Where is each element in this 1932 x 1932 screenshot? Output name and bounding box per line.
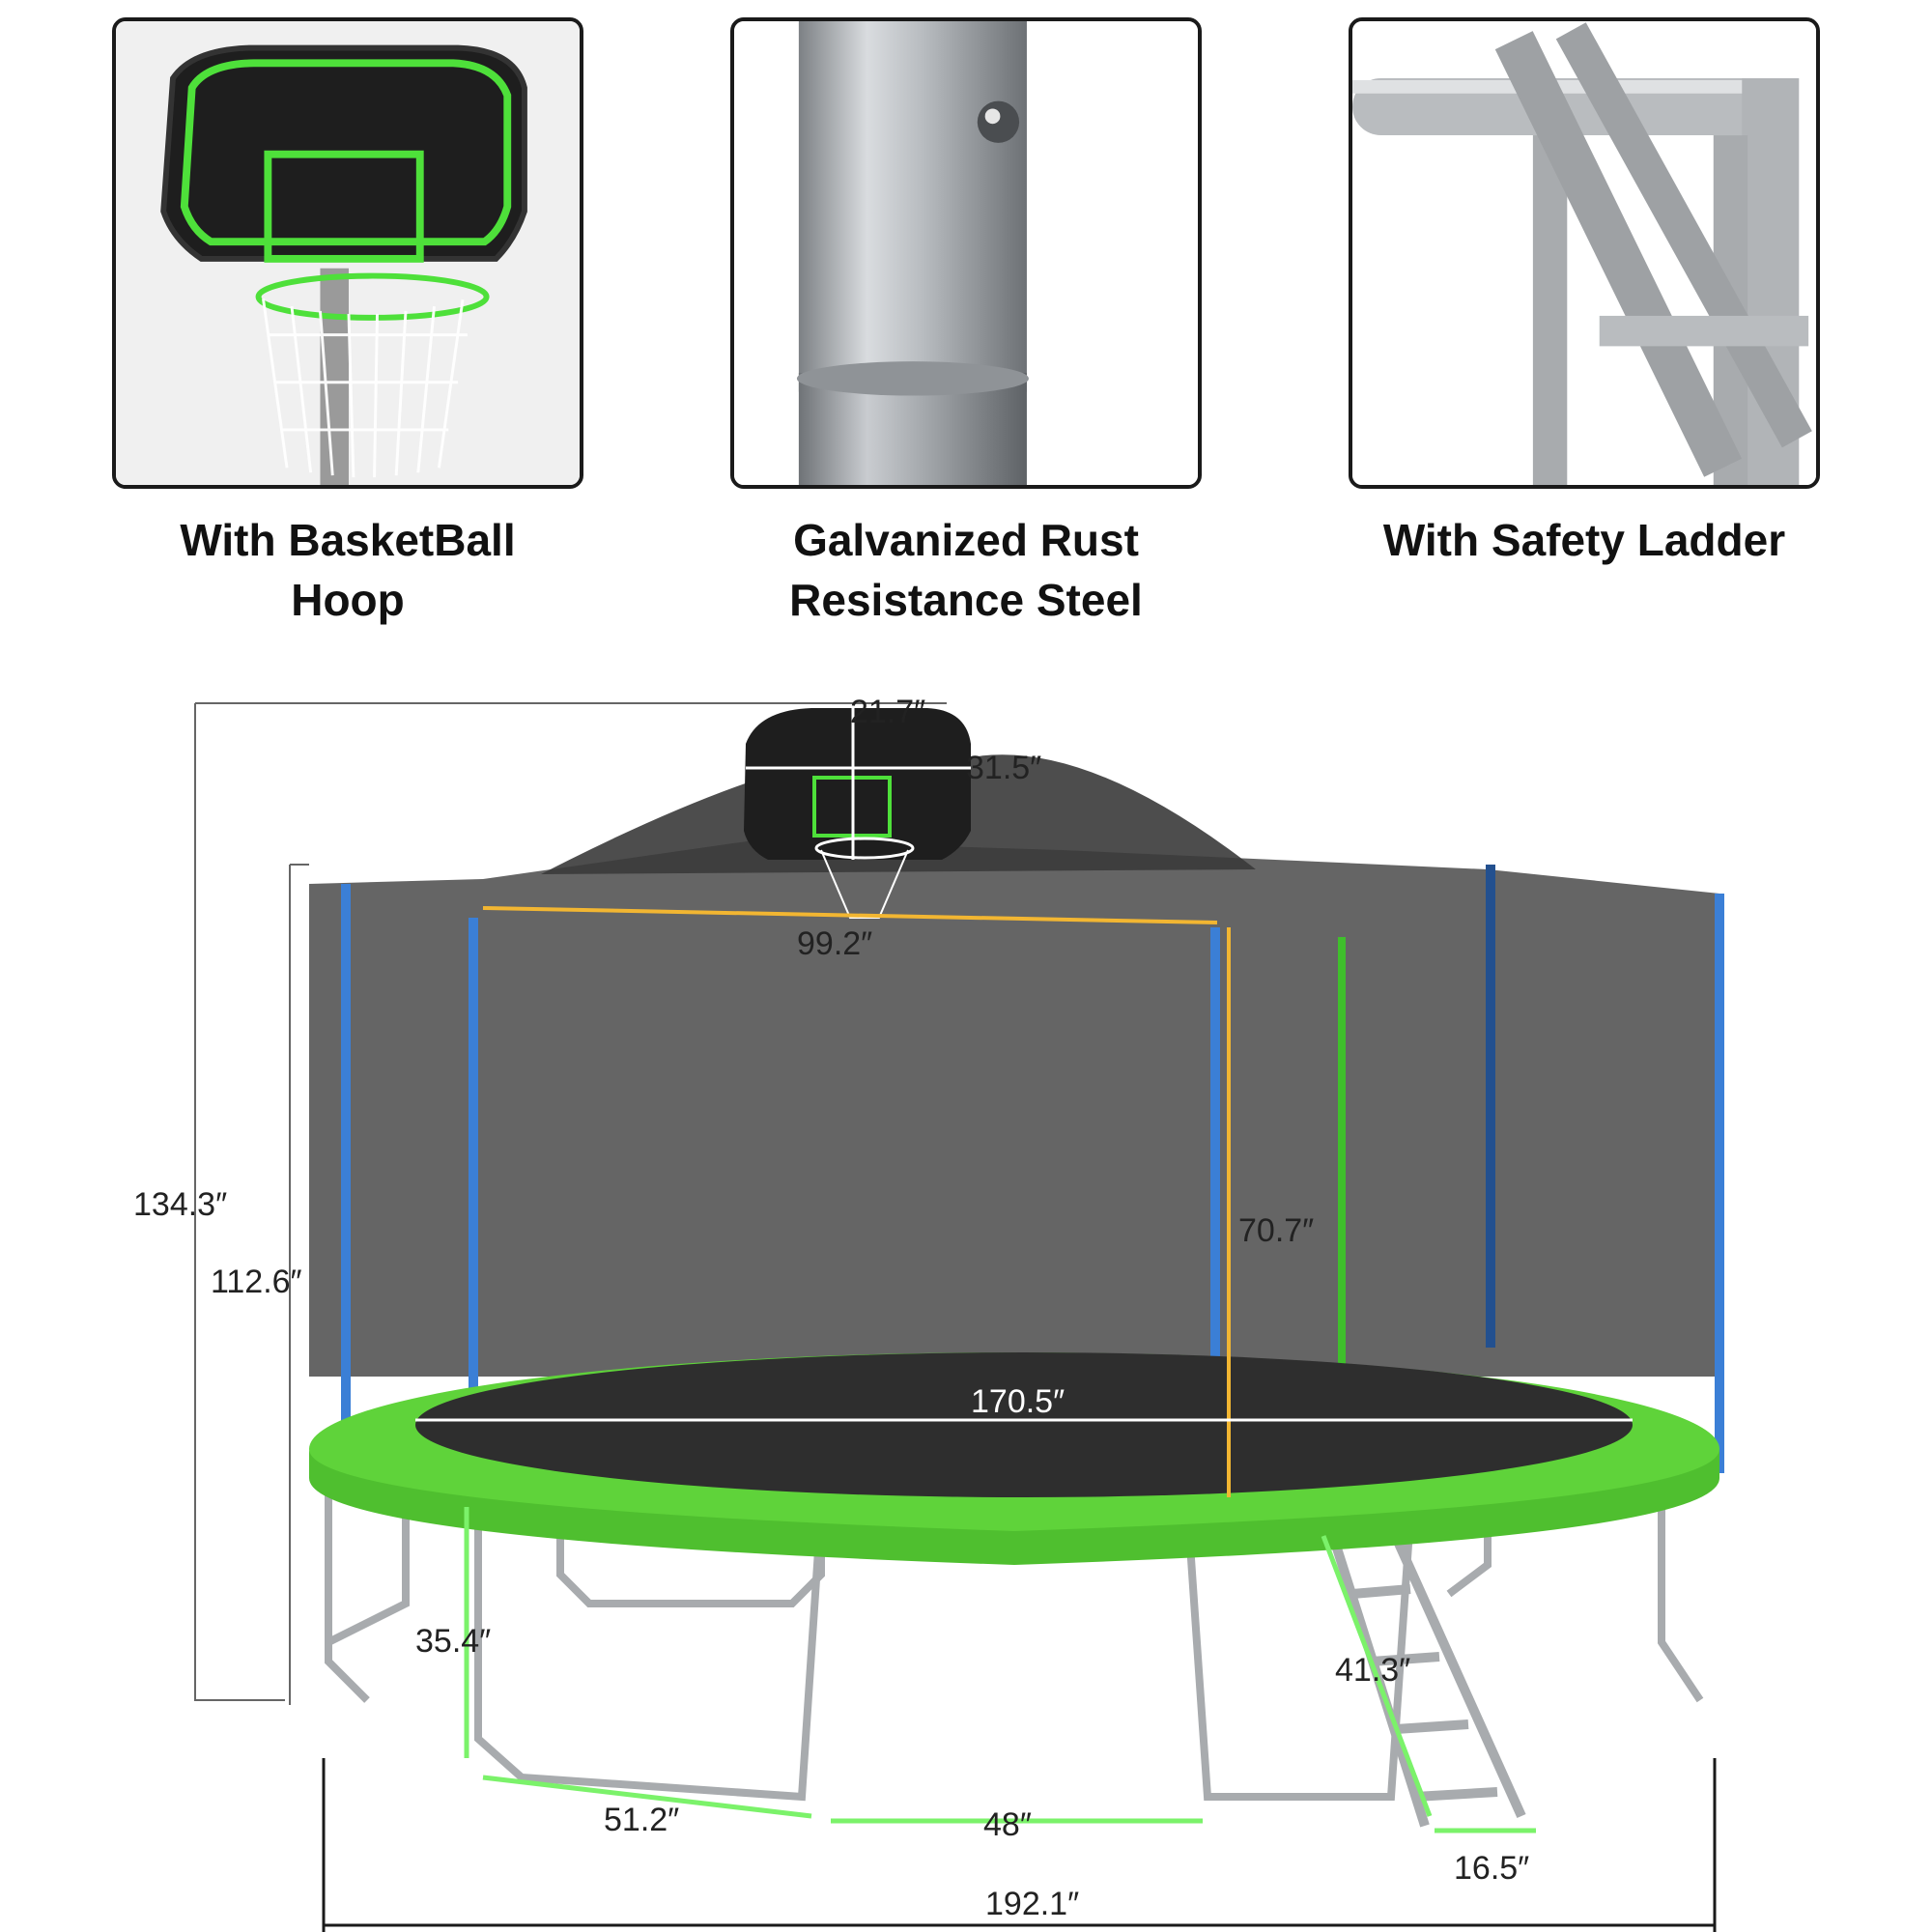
- feature-caption-line: Resistance Steel: [789, 575, 1143, 625]
- ladder-illustration: [1352, 21, 1816, 485]
- enclosure-net: [309, 840, 1719, 1377]
- dim-mat-diameter: 170.5″: [971, 1383, 1065, 1420]
- feature-caption-line: Galvanized Rust: [793, 515, 1139, 565]
- safety-ladder-photo: [1349, 17, 1820, 489]
- dim-net-top-width: 99.2″: [797, 925, 872, 962]
- jumping-mat: [415, 1352, 1633, 1497]
- dim-leg-width: 51.2″: [604, 1802, 679, 1838]
- diagram-backboard: [744, 708, 971, 860]
- feature-caption-line: Hoop: [291, 575, 405, 625]
- dim-frame-height: 35.4″: [415, 1623, 491, 1660]
- dim-leg-spacing: 48″: [983, 1806, 1032, 1843]
- feature-caption-line: With BasketBall: [180, 515, 516, 565]
- galvanized-steel-photo: [730, 17, 1202, 489]
- trampoline-diagram: 21.7″ 31.5″ 99.2″ 134.3″ 112.6″ 70.7″ 17…: [133, 694, 1724, 1932]
- enclosure-poles: [341, 865, 1724, 1497]
- feature-caption-hoop: With BasketBall Hoop: [77, 510, 618, 630]
- feature-caption-steel: Galvanized Rust Resistance Steel: [696, 510, 1236, 630]
- dim-enclosure-height: 70.7″: [1238, 1212, 1314, 1249]
- basketball-hoop-illustration: [116, 21, 580, 485]
- dim-total-height: 134.3″: [133, 1186, 227, 1223]
- dim-pole-height: 112.6″: [211, 1264, 302, 1300]
- dim-ladder-height: 41.3″: [1335, 1652, 1410, 1689]
- feature-caption-line: With Safety Ladder: [1382, 515, 1786, 565]
- dim-backboard-height: 21.7″: [850, 694, 925, 730]
- dim-total-diameter: 192.1″: [985, 1886, 1079, 1922]
- dim-ladder-width: 16.5″: [1454, 1850, 1529, 1887]
- dim-backboard-width: 31.5″: [966, 750, 1041, 786]
- steel-pole-illustration: [734, 21, 1198, 485]
- basketball-hoop-photo: [112, 17, 583, 489]
- feature-caption-ladder: With Safety Ladder: [1314, 510, 1855, 570]
